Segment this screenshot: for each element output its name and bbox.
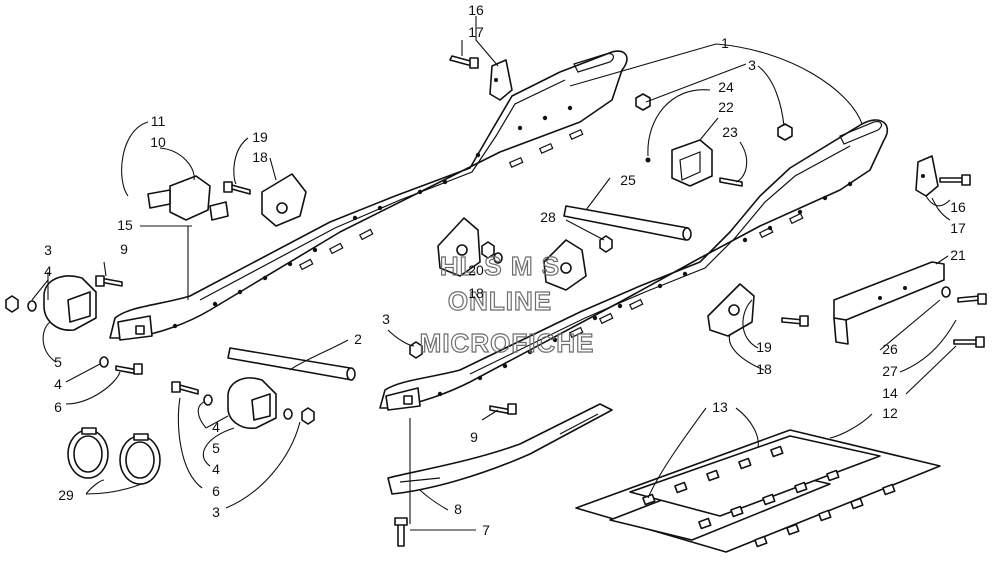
right-slide-rail [379, 119, 889, 411]
hose-clamps-29 [67, 427, 161, 485]
bumper-5-left [43, 275, 97, 331]
callout-9-left: 9 [120, 241, 128, 257]
callout-18-lower: 18 [756, 361, 772, 377]
right-rail-holes [437, 181, 853, 397]
watermark: HL S M S ONLINE MICROFICHE [419, 250, 595, 358]
callout-18-upper: 18 [252, 149, 268, 165]
left-rail-slots [298, 128, 584, 271]
callout-28: 28 [540, 209, 556, 225]
callout-19-lower: 19 [756, 339, 772, 355]
callout-16-top: 16 [468, 2, 484, 18]
wear-strip-8 [387, 403, 613, 495]
callout-5-center: 5 [212, 440, 220, 456]
callout-23: 23 [722, 124, 738, 140]
callout-4-center-lower: 4 [212, 461, 220, 477]
leader-lines [31, 16, 957, 531]
left-slide-rail [109, 50, 628, 341]
callout-3-left: 3 [44, 242, 52, 258]
track-clips-13 [642, 445, 896, 548]
callout-4-center-upper: 4 [212, 419, 220, 435]
callout-8: 8 [454, 501, 462, 517]
stop-bracket-21 [833, 261, 945, 345]
bumper-bracket-17-right [915, 155, 939, 197]
watermark-line-2: ONLINE [448, 286, 552, 316]
callout-27: 27 [882, 363, 898, 379]
callout-14: 14 [882, 385, 898, 401]
callout-15: 15 [117, 217, 133, 233]
left-rail-holes [172, 105, 573, 329]
cross-shaft-lower [227, 347, 356, 381]
bracket-10 [147, 175, 229, 221]
hardware-bolts [95, 55, 987, 547]
callout-7: 7 [482, 522, 490, 538]
callout-2: 2 [354, 331, 362, 347]
callout-3-top: 3 [748, 57, 756, 73]
track-section-12 [575, 429, 941, 553]
watermark-line-3: MICROFICHE [420, 328, 595, 358]
callout-12: 12 [882, 405, 898, 421]
callout-9-center: 9 [470, 429, 478, 445]
callout-22: 22 [718, 99, 734, 115]
bracket-18-upper [261, 173, 307, 227]
bracket-18-center [543, 239, 587, 291]
callout-16-right: 16 [950, 199, 966, 215]
callout-29: 29 [58, 487, 74, 503]
callout-21: 21 [950, 247, 966, 263]
callout-26: 26 [882, 341, 898, 357]
callout-20: 20 [468, 262, 484, 278]
callout-4-left: 4 [44, 263, 52, 279]
callout-4-left-lower: 4 [54, 376, 62, 392]
callout-1: 1 [721, 35, 729, 51]
cross-shaft-upper [563, 205, 692, 241]
bumper-5-right [227, 377, 277, 430]
callout-6-center: 6 [212, 483, 220, 499]
callout-6-left: 6 [54, 399, 62, 415]
right-rail-slots [568, 212, 804, 339]
bracket-22 [671, 139, 713, 187]
bumper-bracket-17-top [489, 59, 513, 101]
bracket-18-middle [437, 217, 481, 277]
callout-17-top: 17 [468, 24, 484, 40]
callout-5-left: 5 [54, 354, 62, 370]
callout-labels: 1 3 16 17 24 22 23 11 10 19 18 15 25 28 … [44, 2, 966, 538]
callout-10: 10 [150, 134, 166, 150]
callout-13: 13 [712, 399, 728, 415]
callout-25: 25 [620, 172, 636, 188]
callout-17-right: 17 [950, 220, 966, 236]
bracket-18-lower [707, 283, 755, 337]
callout-18-middle: 18 [468, 285, 484, 301]
callout-24: 24 [718, 79, 734, 95]
watermark-line-1: HL S M S [440, 251, 560, 281]
callout-3-bottom: 3 [212, 504, 220, 520]
callout-19-upper: 19 [252, 129, 268, 145]
callout-11: 11 [151, 113, 166, 129]
hardware-nuts-washers [5, 93, 951, 425]
callout-3-center: 3 [382, 311, 390, 327]
